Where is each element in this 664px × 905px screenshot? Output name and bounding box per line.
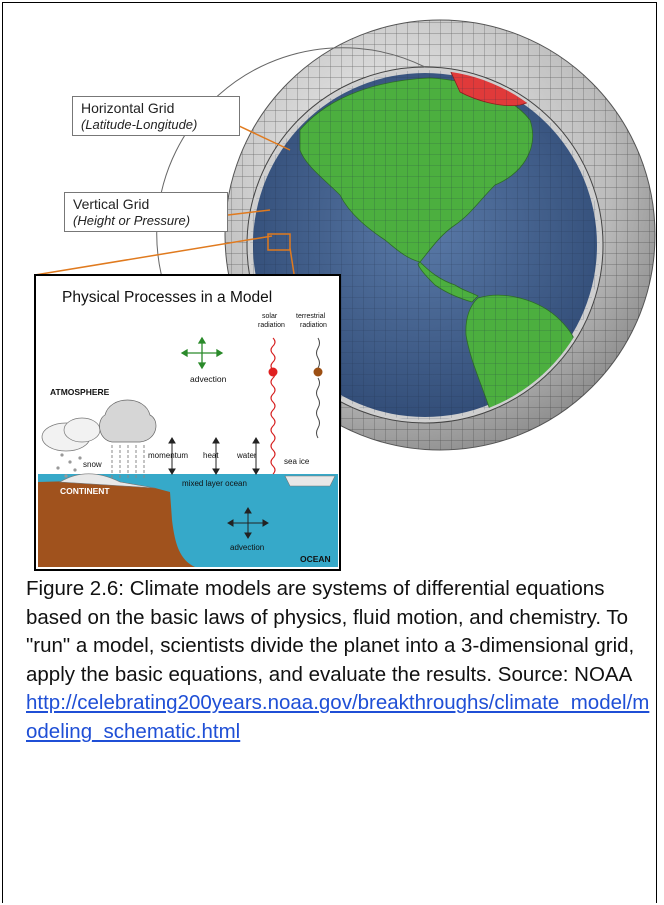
inset-snow <box>59 473 156 489</box>
inset-continent-label: CONTINENT <box>60 486 110 496</box>
inset-leader-top <box>34 235 273 276</box>
horizontal-grid-title: Horizontal Grid <box>81 100 175 116</box>
inset-mixed-layer-label: mixed layer ocean <box>182 479 247 488</box>
inset-flux-arrows <box>168 437 260 475</box>
inset-solar-line1: solar <box>262 313 278 320</box>
source-link[interactable]: http://celebrating200years.noaa.gov/brea… <box>26 691 650 743</box>
inset-advection-bottom-label: advection <box>230 543 264 552</box>
climate-model-diagram: Physical Processes in a Model ATMOSPHERE… <box>34 19 656 571</box>
inset-title: Physical Processes in a Model <box>62 289 272 306</box>
figure-caption: Figure 2.6: Climate models are systems o… <box>26 575 651 747</box>
vertical-grid-subtitle: (Height or Pressure) <box>73 213 191 228</box>
inset-sea-ice-label: sea ice <box>284 457 310 466</box>
inset-atmosphere-label: ATMOSPHERE <box>50 387 110 397</box>
inset-momentum-label: momentum <box>148 451 188 460</box>
grid-cell-highlight <box>267 233 291 251</box>
processes-inset: Physical Processes in a Model ATMOSPHERE… <box>34 274 341 571</box>
inset-snowfall <box>56 453 82 478</box>
vertical-grid-leader <box>227 209 271 216</box>
inset-rain <box>111 445 145 478</box>
inset-advection-top-label: advection <box>190 374 227 384</box>
inset-continent <box>38 480 195 567</box>
vertical-grid-title: Vertical Grid <box>73 196 150 212</box>
inset-heat-label: heat <box>203 451 219 460</box>
inset-advection-bottom-arrows <box>227 507 269 539</box>
inset-sea-ice <box>284 475 336 487</box>
inset-advection-top-arrows <box>180 336 224 370</box>
horizontal-grid-subtitle: (Latitude-Longitude) <box>81 117 198 132</box>
inset-terrestrial-line2: radiation <box>300 322 327 329</box>
inset-terrestrial-wave <box>316 337 320 439</box>
inset-solar-line2: radiation <box>258 322 285 329</box>
vertical-grid-label: Vertical Grid (Height or Pressure) <box>64 192 228 232</box>
inset-sun-dot <box>268 367 278 377</box>
horizontal-grid-label: Horizontal Grid (Latitude-Longitude) <box>72 96 240 136</box>
inset-water-label: water <box>236 451 257 460</box>
caption-text: Figure 2.6: Climate models are systems o… <box>26 577 635 686</box>
inset-ocean-label: OCEAN <box>300 554 331 564</box>
inset-terrestrial-dot <box>313 367 323 377</box>
inset-snow-label: snow <box>83 460 102 469</box>
inset-terrestrial-line1: terrestrial <box>296 313 326 320</box>
inset-storm-cloud <box>99 399 157 443</box>
horizontal-grid-leader <box>236 124 291 151</box>
inset-solar-wave <box>270 337 276 475</box>
